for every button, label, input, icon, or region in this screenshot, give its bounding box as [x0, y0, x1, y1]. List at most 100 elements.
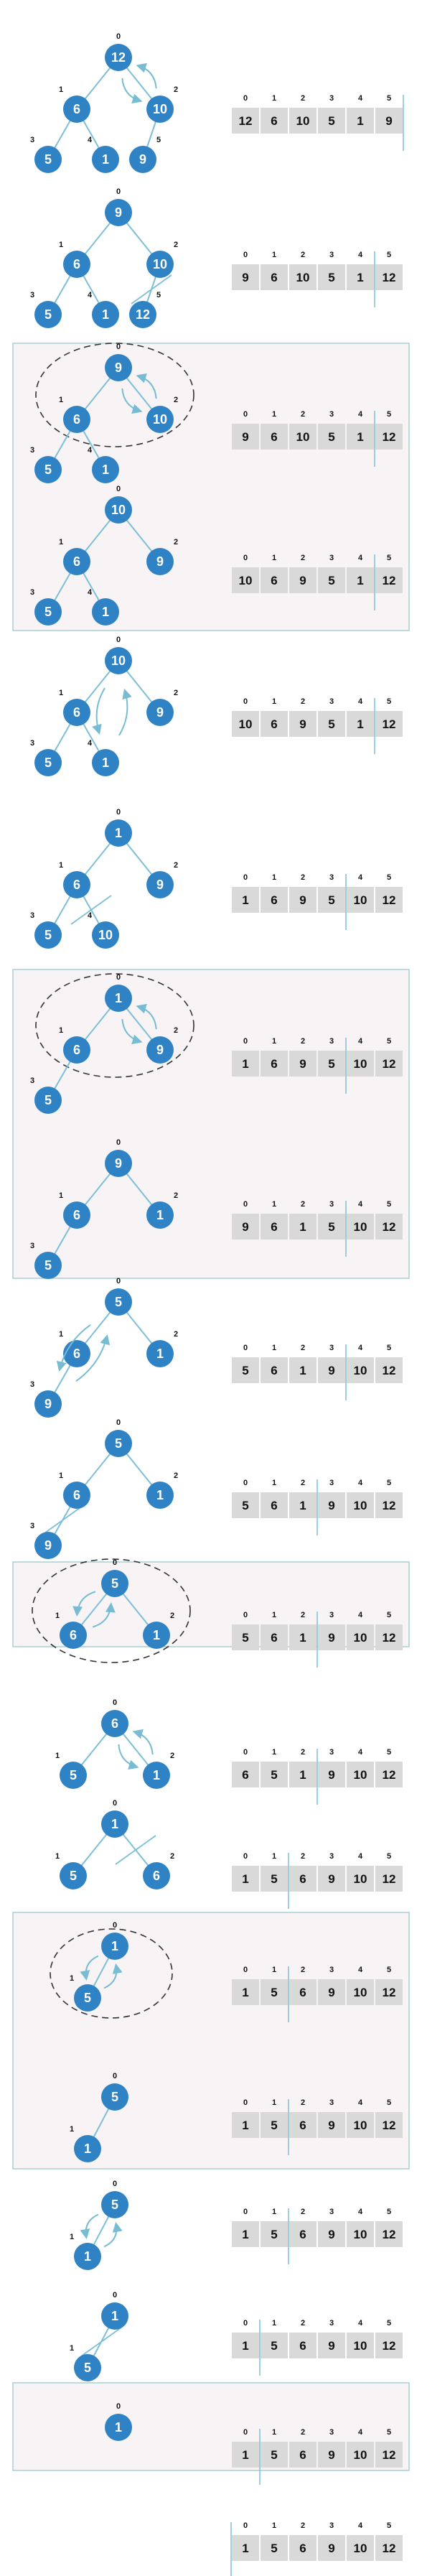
array-cell-value: 6	[271, 1057, 277, 1071]
tree-node-index: 2	[174, 689, 178, 697]
tree-node-value: 1	[84, 2142, 91, 2156]
array-index: 5	[387, 1966, 391, 1974]
array-index: 2	[301, 1344, 305, 1352]
array-cell-value: 12	[383, 430, 396, 444]
swap-arrow	[132, 1729, 154, 1755]
array-cell-value: 10	[354, 2542, 367, 2555]
tree-node-value: 6	[153, 1869, 160, 1883]
tree-node-index: 5	[156, 136, 161, 144]
tree-node-value: 5	[84, 1991, 91, 2005]
array-index: 3	[329, 251, 334, 259]
tree-node-index: 0	[116, 32, 121, 41]
array-index: 2	[301, 1200, 305, 1209]
array-cell-value: 5	[271, 1986, 277, 1999]
array-cell	[375, 2112, 403, 2138]
tree-node-value: 1	[115, 2420, 122, 2435]
tree-node-index: 1	[59, 1026, 63, 1035]
array-cell-value: 5	[328, 430, 334, 444]
array-cell	[375, 1492, 403, 1518]
array-cell-value: 6	[242, 1768, 248, 1782]
array-cell	[261, 2221, 288, 2247]
tree-node	[143, 1622, 170, 1649]
array-cell-value: 1	[357, 574, 363, 587]
array-cell	[347, 1624, 374, 1650]
tree-node	[92, 749, 119, 776]
array-index: 1	[272, 2428, 276, 2437]
array-cell-value: 9	[328, 1364, 334, 1377]
array-index: 1	[272, 2208, 276, 2216]
tree-node-index: 1	[59, 538, 63, 547]
subtree-outline	[35, 973, 194, 1078]
swap-arrow	[118, 1744, 139, 1770]
array-index: 1	[272, 1852, 276, 1861]
array-cell	[347, 108, 374, 134]
array-cell	[318, 1357, 345, 1383]
array-cell-value: 9	[328, 1499, 334, 1512]
array-cell	[232, 2442, 259, 2468]
tree-node-value: 9	[115, 205, 122, 220]
array-cell-value: 10	[296, 271, 310, 284]
tree-node-index: 1	[55, 1852, 60, 1861]
tree-node-index: 0	[113, 2180, 117, 2188]
array-cell	[318, 1866, 345, 1892]
array-cell	[375, 1214, 403, 1240]
array-cell-value: 5	[271, 1872, 277, 1886]
array-cell-value: 9	[328, 2542, 334, 2555]
array-cell	[289, 264, 316, 290]
array-cell	[347, 1762, 374, 1787]
array-index: 4	[358, 697, 363, 706]
tree-node-value: 6	[73, 1347, 80, 1361]
swap-arrow	[56, 1324, 91, 1372]
array-cell	[289, 1357, 316, 1383]
tree-node-index: 3	[30, 291, 34, 299]
tree-node	[92, 456, 119, 483]
array-index: 4	[358, 2208, 363, 2216]
tree-node-value: 1	[115, 826, 122, 840]
array-cell-value: 12	[383, 2542, 396, 2555]
tree-node	[105, 819, 132, 847]
tree-node	[105, 199, 132, 226]
array-cell	[375, 2221, 403, 2247]
array-index: 5	[387, 2521, 391, 2530]
array-cell-value: 6	[271, 717, 277, 731]
array-cell	[347, 264, 374, 290]
array-cell	[232, 424, 259, 450]
array-index: 0	[243, 873, 248, 882]
tree-node-value: 5	[44, 462, 52, 477]
array-cell-value: 10	[296, 430, 310, 444]
tree-node-index: 2	[170, 1852, 174, 1861]
array-cell	[318, 1051, 345, 1077]
array-cell-value: 9	[328, 2119, 334, 2132]
array-cell-value: 9	[299, 717, 306, 731]
tree-node	[129, 146, 156, 173]
tree-node-value: 1	[115, 991, 122, 1005]
array-cell-value: 10	[354, 1057, 367, 1071]
tree-node-index: 2	[174, 241, 178, 249]
array-cell-value: 1	[242, 893, 248, 907]
tree-node-index: 2	[174, 1026, 178, 1035]
tree-node	[146, 406, 174, 433]
array-cell	[318, 424, 345, 450]
array-cell	[375, 264, 403, 290]
tree-node-index: 1	[59, 1191, 63, 1200]
tree-node-value: 9	[44, 1538, 52, 1553]
array-cell-value: 5	[242, 1631, 248, 1645]
array-cell-value: 12	[383, 1057, 396, 1071]
array-index: 4	[358, 554, 363, 562]
array-cell	[289, 108, 316, 134]
array-cell-value: 12	[383, 1364, 396, 1377]
array-cell	[318, 2535, 345, 2561]
removed-edge-mark	[80, 2327, 122, 2357]
array-index: 5	[387, 697, 391, 706]
subtree-outline	[35, 343, 194, 447]
tree-node	[146, 699, 174, 726]
tree-node	[63, 251, 90, 278]
array-cell-value: 10	[354, 1499, 367, 1512]
tree-node-value: 10	[153, 257, 167, 271]
tree-node	[105, 647, 132, 674]
array-cell	[347, 567, 374, 593]
